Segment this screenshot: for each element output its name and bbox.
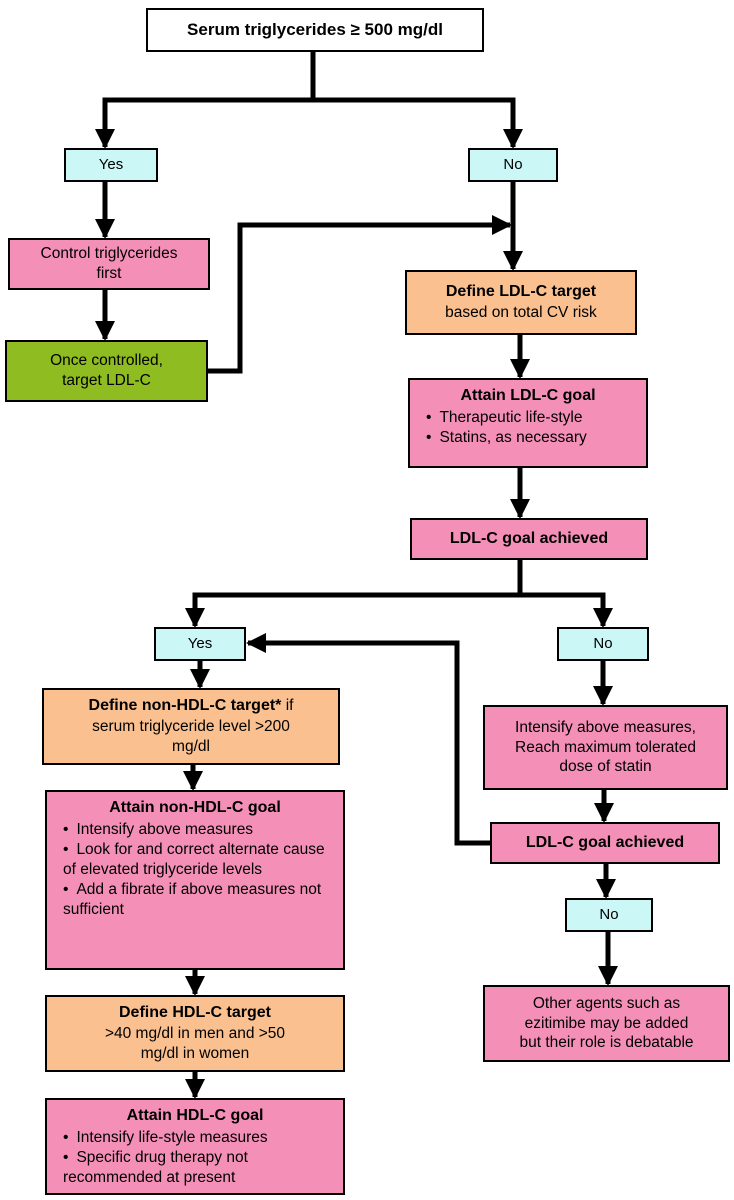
bullet-item: Intensify above measures bbox=[59, 820, 335, 840]
node-no-1-label: No bbox=[503, 156, 523, 174]
node-attain-non-hdl-goal: Attain non-HDL-C goal Intensify above me… bbox=[45, 790, 345, 970]
node-yes-1: Yes bbox=[64, 148, 158, 182]
node-ldl-goal-achieved-1: LDL-C goal achieved bbox=[410, 518, 648, 560]
node-intensify-measures-line3: dose of statin bbox=[559, 758, 652, 776]
node-attain-hdl-goal-title: Attain HDL-C goal bbox=[126, 1107, 264, 1124]
node-other-agents-line2: ezitimibe may be added bbox=[524, 1014, 689, 1032]
node-yes-2-label: Yes bbox=[187, 635, 213, 653]
bullet-item: Add a fibrate if above measures not suff… bbox=[59, 880, 335, 920]
node-ldl-goal-achieved-2: LDL-C goal achieved bbox=[490, 822, 720, 864]
node-attain-hdl-goal: Attain HDL-C goal Intensify life-style m… bbox=[45, 1098, 345, 1195]
node-attain-non-hdl-goal-bullets: Intensify above measures Look for and co… bbox=[55, 820, 335, 919]
connector-achieved2-loop-yes2 bbox=[246, 633, 490, 846]
node-ldl-goal-achieved-1-label: LDL-C goal achieved bbox=[449, 529, 609, 547]
node-attain-non-hdl-goal-title: Attain non-HDL-C goal bbox=[109, 799, 281, 816]
node-define-ldl-target: Define LDL-C target based on total CV ri… bbox=[405, 270, 637, 335]
node-serum-triglycerides-label: Serum triglycerides ≥ 500 mg/dl bbox=[187, 20, 443, 40]
bullet-item: Therapeutic life-style bbox=[422, 408, 638, 428]
bullet-item: Specific drug therapy not recommended at… bbox=[59, 1148, 335, 1188]
node-control-triglycerides-line2: first bbox=[96, 265, 122, 282]
node-once-controlled-line1: Once controlled, bbox=[50, 352, 163, 370]
node-define-hdl-target: Define HDL-C target >40 mg/dl in men and… bbox=[45, 995, 345, 1072]
node-attain-ldl-goal: Attain LDL-C goal Therapeutic life-style… bbox=[408, 378, 648, 468]
node-define-non-hdl-target: Define non-HDL-C target* if serum trigly… bbox=[42, 688, 340, 765]
node-define-hdl-target-line2: >40 mg/dl in men and >50 bbox=[104, 1024, 286, 1042]
node-intensify-measures-line1: Intensify above measures, bbox=[515, 718, 696, 736]
node-other-agents-line3: but their role is debatable bbox=[519, 1034, 694, 1052]
node-define-non-hdl-target-line1: Define non-HDL-C target* if bbox=[89, 696, 294, 716]
connector-green-elbow bbox=[208, 215, 512, 374]
node-serum-triglycerides: Serum triglycerides ≥ 500 mg/dl bbox=[146, 8, 484, 52]
bullet-item: Statins, as necessary bbox=[422, 428, 638, 448]
node-once-controlled-line2: target LDL-C bbox=[62, 372, 151, 389]
node-define-non-hdl-target-line2: serum triglyceride level >200 bbox=[92, 717, 290, 735]
node-define-ldl-target-subtitle: based on total CV risk bbox=[445, 303, 597, 321]
node-no-3: No bbox=[565, 898, 653, 932]
node-attain-ldl-goal-bullets: Therapeutic life-style Statins, as neces… bbox=[418, 408, 638, 448]
node-other-agents: Other agents such as ezitimibe may be ad… bbox=[483, 985, 730, 1062]
node-yes-1-label: Yes bbox=[98, 156, 124, 174]
node-control-triglycerides-line1: Control triglycerides bbox=[40, 245, 178, 263]
node-no-2-label: No bbox=[593, 635, 613, 653]
node-attain-hdl-goal-bullets: Intensify life-style measures Specific d… bbox=[55, 1128, 335, 1187]
node-no-3-label: No bbox=[599, 906, 619, 924]
node-define-non-hdl-target-bold: Define non-HDL-C target* bbox=[88, 697, 282, 715]
node-attain-ldl-goal-title: Attain LDL-C goal bbox=[460, 387, 596, 404]
node-no-2: No bbox=[557, 627, 649, 661]
node-define-hdl-target-title: Define HDL-C target bbox=[118, 1004, 271, 1022]
node-no-1: No bbox=[468, 148, 558, 182]
node-once-controlled: Once controlled, target LDL-C bbox=[5, 340, 208, 402]
node-control-triglycerides: Control triglycerides first bbox=[8, 238, 210, 290]
node-define-non-hdl-target-line3: mg/dl bbox=[172, 737, 210, 755]
bullet-item: Look for and correct alternate cause of … bbox=[59, 840, 335, 880]
node-define-non-hdl-target-rest: if bbox=[281, 697, 294, 715]
node-intensify-measures-line2: Reach maximum tolerated bbox=[515, 738, 696, 756]
bullet-item: Intensify life-style measures bbox=[59, 1128, 335, 1148]
node-other-agents-line1: Other agents such as bbox=[532, 994, 681, 1012]
node-ldl-goal-achieved-2-label: LDL-C goal achieved bbox=[525, 833, 685, 851]
node-intensify-measures: Intensify above measures, Reach maximum … bbox=[483, 705, 728, 790]
node-define-ldl-target-title: Define LDL-C target bbox=[445, 283, 597, 301]
node-define-hdl-target-line3: mg/dl in women bbox=[140, 1044, 250, 1062]
node-yes-2: Yes bbox=[154, 627, 246, 661]
